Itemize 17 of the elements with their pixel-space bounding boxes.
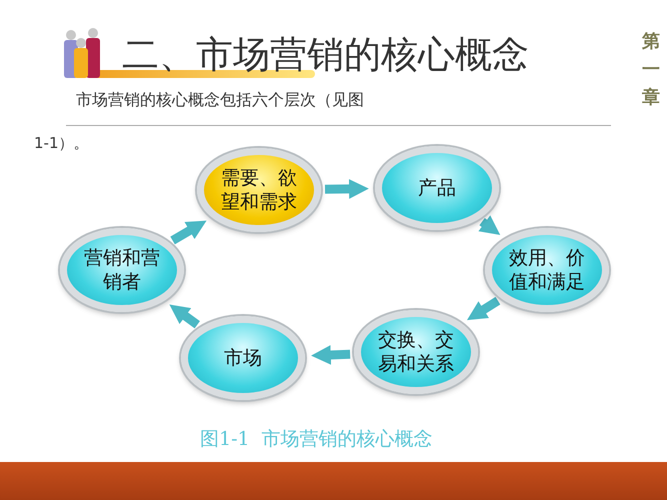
arrow: [170, 220, 207, 244]
arrow: [324, 179, 369, 199]
arrow: [467, 296, 500, 320]
arrow: [478, 215, 500, 236]
concept-ellipse: 市场: [181, 316, 305, 400]
chapter-label: 第一章: [641, 30, 661, 110]
body-text: 市场营销的核心概念包括六个层次（见图: [76, 90, 364, 111]
arrow: [169, 304, 200, 328]
concept-ellipse: 营销和营销者: [60, 228, 184, 312]
body-text: 1-1）。: [34, 134, 88, 153]
figure-caption: 图1-1 市场营销的核心概念: [200, 427, 433, 452]
arrow: [311, 345, 350, 365]
concept-ellipse: 交换、交易和关系: [354, 310, 478, 394]
concept-ellipse: 产品: [375, 146, 499, 230]
slide-title: 二、市场营销的核心概念: [122, 32, 529, 78]
concept-ellipse: 效用、价值和满足: [485, 228, 609, 312]
concept-ellipse: 需要、欲望和需求: [197, 148, 321, 232]
